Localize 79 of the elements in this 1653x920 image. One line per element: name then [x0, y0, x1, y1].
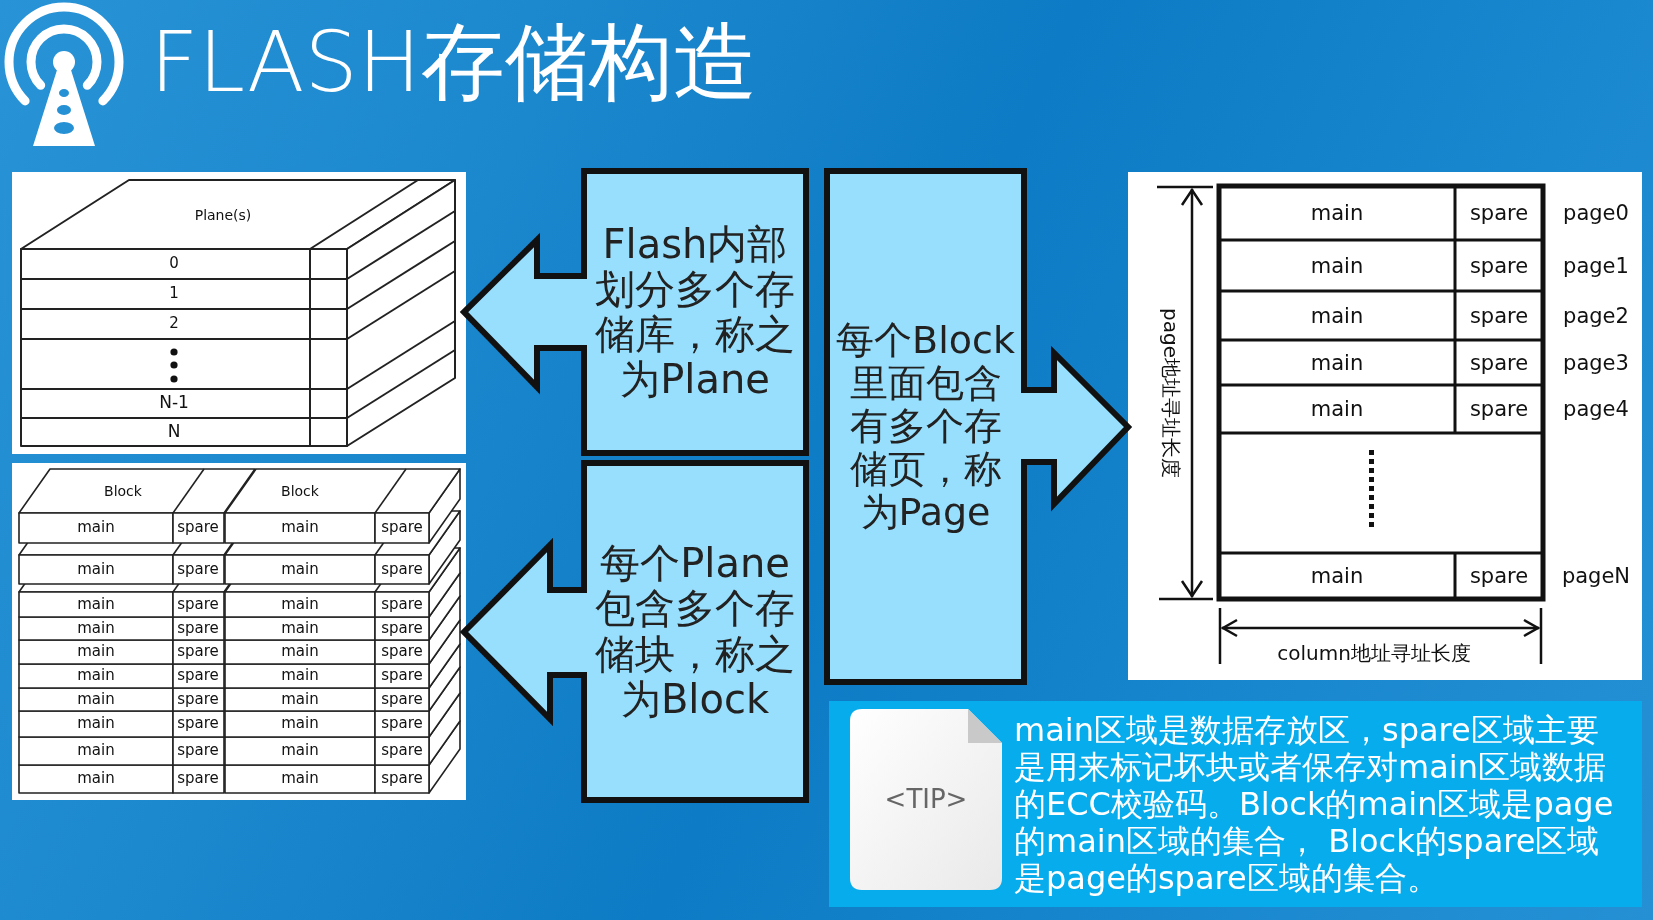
slide-title: FLASH存储构造: [150, 16, 757, 109]
arrow-callout: [459, 166, 811, 458]
spare-area-label: spare: [1469, 200, 1529, 226]
spare-area-label: spare: [177, 643, 219, 661]
spare-area-label: spare: [1469, 563, 1529, 589]
spare-area-label: spare: [381, 643, 423, 661]
block-label: Block: [104, 482, 142, 500]
plane-index-label: 2: [169, 315, 179, 333]
spare-area-label: spare: [177, 519, 219, 537]
arrow-callout: [459, 458, 811, 805]
arrow-callout: [822, 166, 1133, 687]
plane-index-label: N: [167, 422, 181, 442]
main-area-label: main: [77, 643, 115, 661]
spare-area-label: spare: [381, 690, 423, 709]
spare-area-label: spare: [177, 560, 219, 579]
plane-label: Plane(s): [194, 206, 252, 224]
main-area-label: main: [281, 619, 319, 638]
main-area-label: main: [77, 770, 115, 788]
main-area-label: main: [77, 690, 115, 709]
page-label: page0: [1563, 200, 1629, 226]
page-label: page2: [1563, 303, 1629, 328]
spare-area-label: spare: [381, 667, 423, 685]
spare-area-label: spare: [381, 770, 423, 788]
spare-area-label: spare: [177, 770, 219, 788]
spare-area-label: spare: [177, 667, 219, 685]
main-area-label: main: [1310, 350, 1364, 375]
page-label: page3: [1563, 350, 1629, 375]
spare-area-label: spare: [1469, 303, 1529, 328]
spare-area-label: spare: [381, 715, 423, 733]
main-area-label: main: [281, 519, 319, 537]
callout-text: 每个Plane包含多个存储块，称之为Block: [595, 541, 795, 722]
dimension-label: column地址寻址长度: [1277, 641, 1471, 665]
tip-panel: [829, 701, 1642, 907]
page-label: page4: [1563, 396, 1629, 422]
dimension-label: page地址寻址长度: [1158, 308, 1182, 478]
main-area-label: main: [77, 519, 115, 537]
tip-text: main区域是数据存放区，spare区域主要是用来标记坏块或者保存对main区域数据的ECC校验码。Block的main区域是page的main区域的集合， Block的spare区域是page的spare区域的集合。: [1014, 711, 1615, 897]
main-area-label: main: [77, 595, 115, 614]
page-label: pageN: [1561, 563, 1631, 589]
main-area-label: main: [77, 715, 115, 733]
main-area-label: main: [281, 715, 319, 733]
spare-area-label: spare: [381, 619, 423, 638]
spare-area-label: spare: [177, 742, 219, 760]
spare-area-label: spare: [1469, 350, 1529, 375]
spare-area-label: spare: [177, 619, 219, 638]
spare-area-label: spare: [177, 715, 219, 733]
main-area-label: main: [77, 560, 115, 579]
main-area-label: main: [281, 560, 319, 579]
page-label: page1: [1563, 253, 1629, 278]
main-area-label: main: [77, 667, 115, 685]
main-area-label: main: [281, 742, 319, 760]
spare-area-label: spare: [1469, 396, 1529, 422]
spare-area-label: spare: [381, 560, 423, 579]
main-area-label: main: [1310, 303, 1364, 328]
main-area-label: main: [281, 667, 319, 685]
main-area-label: main: [1310, 563, 1364, 589]
main-area-label: main: [77, 619, 115, 638]
document-page: [850, 709, 1002, 890]
spare-area-label: spare: [381, 595, 423, 614]
main-area-label: main: [1310, 396, 1364, 422]
main-area-label: main: [281, 595, 319, 614]
spare-area-label: spare: [177, 595, 219, 614]
callout-text: 每个Block里面包含有多个存储页，称为Page: [835, 319, 1016, 534]
main-area-label: main: [281, 643, 319, 661]
callout-text: Flash内部划分多个存储库，称之为Plane: [595, 221, 795, 403]
plane-index-label: N-1: [159, 393, 189, 413]
spare-area-label: spare: [177, 690, 219, 709]
spare-area-label: spare: [1469, 253, 1529, 278]
spare-area-label: spare: [381, 742, 423, 760]
block-label: Block: [281, 482, 319, 500]
main-area-label: main: [281, 770, 319, 788]
main-area-label: main: [1310, 200, 1364, 226]
spare-area-label: spare: [381, 519, 423, 537]
main-area-label: main: [77, 742, 115, 760]
tip-label: <TIP>: [884, 784, 968, 815]
main-area-label: main: [281, 690, 319, 709]
plane-index-label: 1: [169, 285, 179, 303]
plane-index-label: 0: [169, 255, 179, 273]
main-area-label: main: [1310, 253, 1364, 278]
